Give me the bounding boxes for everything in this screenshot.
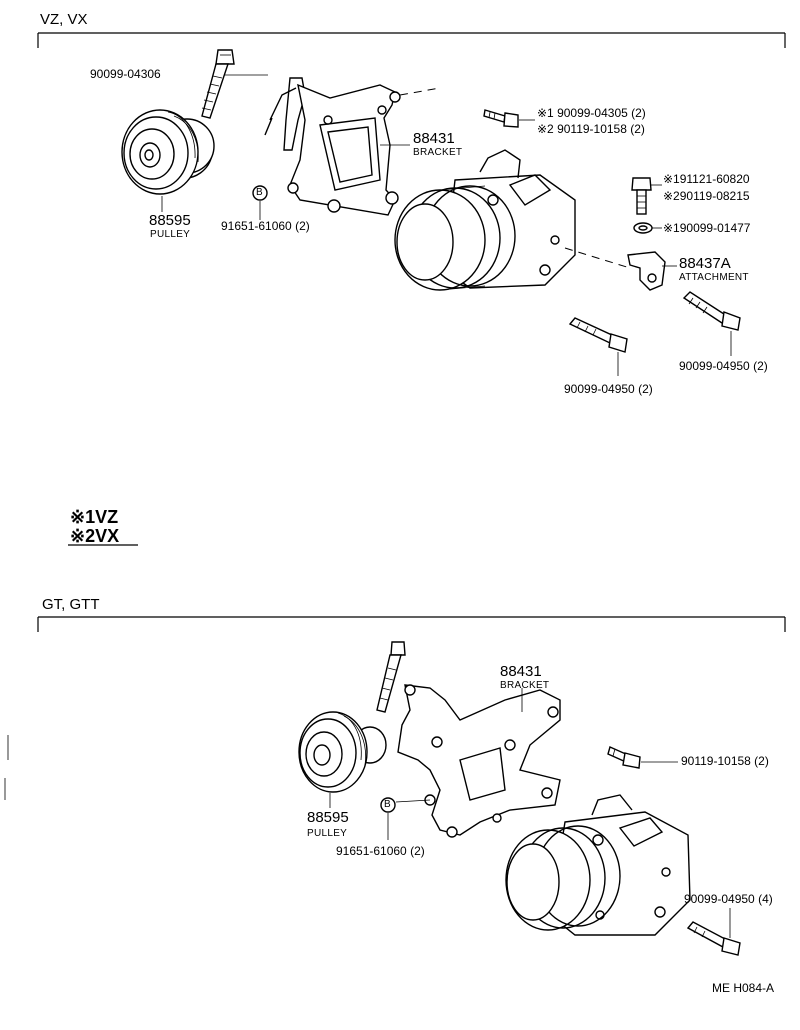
long-bolt-right-icon	[682, 291, 741, 331]
legend-line-2: ※2VX	[70, 526, 120, 546]
part-number-bolt-right-2: 90119-10158 (2)	[681, 754, 769, 768]
pulley-icon	[121, 109, 215, 212]
part-number-washer: ※190099-01477	[663, 221, 751, 235]
washer-icon	[633, 222, 653, 234]
part-number-right-b: ※290119-08215	[663, 189, 750, 203]
section-2-frame	[37, 616, 786, 632]
b-marker-label: B	[256, 187, 263, 198]
part-number-right-a: ※191121-60820	[663, 172, 750, 186]
b-marker-2-icon	[380, 797, 396, 840]
legend-line-1: ※1VZ	[70, 507, 119, 527]
attachment-icon	[627, 251, 666, 291]
part-number-attachment: 88437A	[679, 255, 731, 272]
compressor-icon	[394, 149, 576, 291]
part-name-pulley-2: PULLEY	[307, 828, 348, 839]
scan-marks	[4, 735, 9, 800]
part-name-bracket: BRACKET	[413, 147, 463, 158]
part-number-pulley: 88595	[149, 212, 191, 229]
bolt-small-2-icon	[607, 746, 641, 769]
compressor-2-icon	[505, 794, 691, 936]
part-number-bracket-2: 88431	[500, 663, 542, 680]
part-number-pulley-2: 88595	[307, 809, 349, 826]
bolt-top-icon	[201, 49, 235, 119]
part-number-bracket: 88431	[413, 130, 455, 147]
section-2-heading: GT, GTT	[42, 596, 100, 613]
section-1-frame	[37, 32, 786, 48]
b-marker-icon	[252, 185, 268, 220]
b-marker-2-label: B	[384, 799, 391, 810]
section-1-heading: VZ, VX	[40, 11, 88, 28]
part-name-bracket-2: BRACKET	[500, 680, 550, 691]
long-bolt-2-icon	[686, 921, 741, 956]
diagram-reference-code: ME H084-A	[712, 981, 775, 995]
part-number-bolt-pair-b: ※2 90119-10158 (2)	[537, 122, 645, 136]
part-number-bolt-center: 90099-04950 (2)	[564, 382, 653, 396]
bracket-icon	[264, 77, 401, 216]
part-name-pulley: PULLEY	[150, 229, 191, 240]
bolt-top-2-icon	[376, 641, 406, 713]
part-number-bolt-right: 90099-04950 (2)	[679, 359, 768, 373]
part-number-bolt-pair-a: ※1 90099-04305 (2)	[537, 106, 646, 120]
part-name-attachment: ATTACHMENT	[679, 272, 749, 283]
pulley-2-icon	[298, 711, 387, 808]
part-number-bolt-bottom-2: 90099-04950 (4)	[684, 892, 773, 906]
part-number-bolt-b: 91651-61060 (2)	[221, 219, 310, 233]
bolt-right-icon	[631, 177, 652, 215]
part-number-bolt-b-2: 91651-61060 (2)	[336, 844, 425, 858]
bolt-small-icon	[483, 109, 519, 128]
long-bolt-center-icon	[568, 317, 628, 353]
part-number-bolt-top: 90099-04306	[90, 67, 161, 81]
bracket-2-icon	[397, 684, 561, 838]
